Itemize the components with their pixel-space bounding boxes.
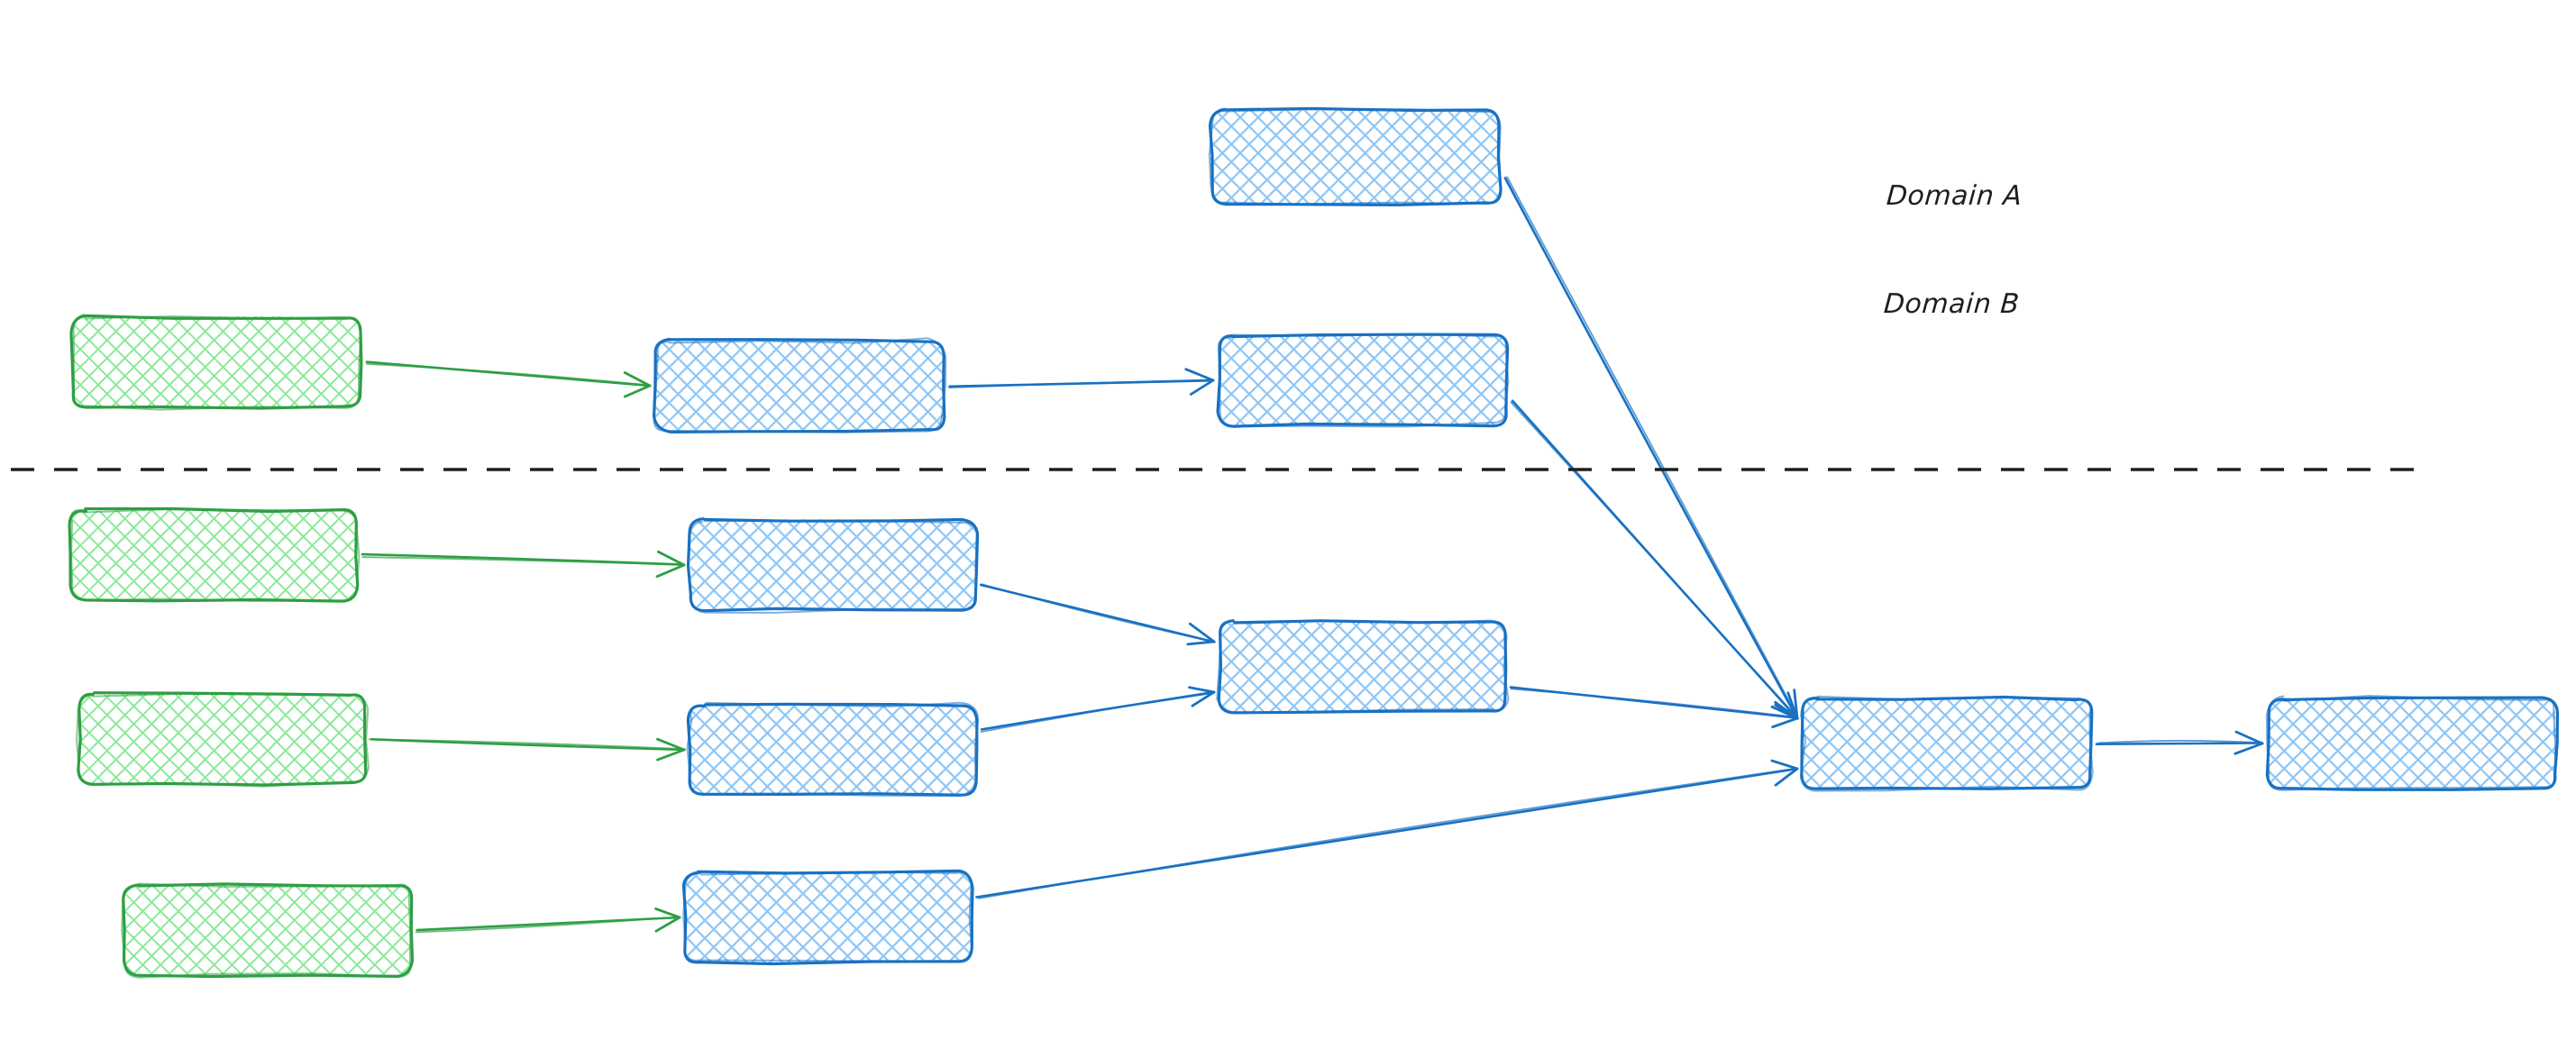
node-b-final[interactable]: [2268, 698, 2556, 789]
node-b-proc-3[interactable]: [685, 872, 972, 962]
node-b-proc-2[interactable]: [690, 705, 976, 795]
node-a-src-1[interactable]: [72, 317, 361, 407]
edge-b-src-2-to-b-proc-2: [368, 737, 686, 762]
edge-a-mid-2-to-b-conv: [1510, 399, 1799, 720]
edge-b-proc-3-to-b-conv: [975, 759, 1799, 899]
nodes-layer: [68, 106, 2559, 979]
node-b-src-1[interactable]: [70, 510, 357, 600]
edge-a-top-1-to-b-conv: [1503, 176, 1800, 720]
node-a-mid-2[interactable]: [1219, 335, 1507, 425]
node-a-top-1[interactable]: [1211, 110, 1500, 204]
node-b-merge[interactable]: [1219, 622, 1506, 712]
edge-b-proc-1-to-b-merge: [979, 583, 1216, 646]
node-b-src-3[interactable]: [124, 885, 411, 975]
edge-b-proc-2-to-b-merge: [980, 686, 1216, 733]
node-a-mid-1[interactable]: [655, 341, 944, 431]
edge-b-src-3-to-b-proc-3: [415, 908, 681, 934]
node-b-src-2[interactable]: [79, 694, 366, 784]
edge-b-merge-to-b-conv: [1509, 686, 1799, 729]
domain-a-label: Domain A: [1885, 180, 2023, 212]
node-b-conv[interactable]: [1803, 698, 2091, 789]
edges-layer: [361, 176, 2264, 934]
domain-b-label: Domain B: [1882, 288, 2021, 320]
edge-b-conv-to-b-final: [2095, 730, 2264, 755]
edge-a-src-1-to-a-mid-1: [365, 360, 652, 398]
edge-a-mid-1-to-a-mid-2: [948, 368, 1215, 396]
node-b-proc-1[interactable]: [690, 520, 976, 610]
edge-b-src-1-to-b-proc-1: [361, 550, 686, 579]
